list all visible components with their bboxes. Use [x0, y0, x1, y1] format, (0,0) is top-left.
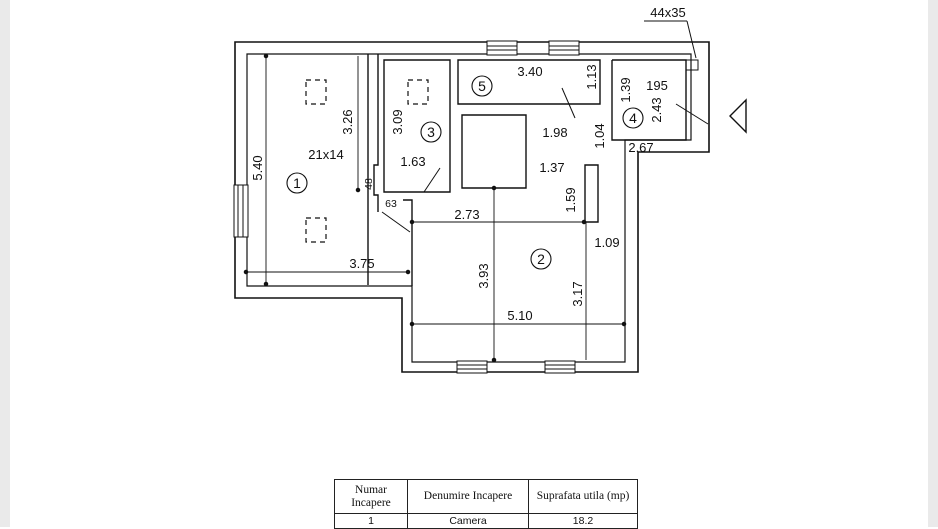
wall-room4: [611, 59, 687, 141]
page-edge-left: [0, 0, 10, 527]
window-left: [233, 184, 249, 238]
table-header-number: Numar Incapere: [334, 479, 408, 514]
entry-size-label: 44x35: [650, 5, 685, 20]
dim-label-room3-width: 1.63: [400, 154, 425, 169]
dim-label-room4-d: 1.04: [592, 123, 607, 148]
room-number-5: 5: [478, 78, 486, 94]
dim-label-room4-h2: 2.43: [649, 97, 664, 122]
wall-column: [461, 114, 527, 189]
door-room4: [675, 103, 709, 125]
dim-label-room2-mid: 2.73: [454, 207, 479, 222]
entry-arrow-icon: [729, 98, 747, 134]
table-cell-area: 18.2: [528, 513, 638, 529]
dim-label-room1-bottom: 3.75: [349, 256, 374, 271]
inner-wall-outline: [246, 53, 692, 363]
dim-label-room2-upper: 1.37: [539, 160, 564, 175]
room-number-4: 4: [629, 110, 637, 126]
entry-corridor: [686, 59, 699, 71]
door-room5: [561, 87, 576, 119]
dim-label-room5-width2: 1.98: [542, 125, 567, 140]
niche-size-label: 21x14: [308, 147, 343, 162]
skylight-icon: [305, 217, 327, 243]
dim-label-room4-width: 2.67: [628, 140, 653, 155]
window-top-2: [548, 40, 580, 56]
table-header-area: Suprafata utila (mp): [528, 479, 638, 514]
wall-room5: [457, 59, 601, 105]
room-number-2: 2: [537, 251, 545, 267]
table-cell-number: 1: [334, 513, 408, 529]
dim-label-room1-upper: 3.26: [340, 109, 355, 134]
wall-room3: [383, 59, 451, 193]
room-table: Numar Incapere Denumire Incapere Suprafa…: [334, 479, 638, 529]
dim-label-room4-h1: 1.39: [618, 77, 633, 102]
dim-label-room2-height: 3.93: [476, 263, 491, 288]
door-room1: [381, 211, 411, 233]
window-bottom-1: [456, 360, 488, 374]
step-label: 63: [385, 198, 397, 210]
skylight-icon: [407, 79, 429, 105]
dim-label-room2-bottom: 5.10: [507, 308, 532, 323]
dim-label-room5-width: 3.40: [517, 64, 542, 79]
niche-depth-label: 48: [363, 178, 375, 190]
page-edge-right: [928, 0, 938, 527]
door-room3: [423, 167, 441, 193]
outer-wall-outline: [234, 41, 710, 373]
room-number-1: 1: [293, 175, 301, 191]
table-row: 1 Camera 18.2: [334, 513, 638, 529]
window-bottom-2: [544, 360, 576, 374]
wall-room2-right: [584, 164, 599, 223]
window-top-1: [486, 40, 518, 56]
skylight-icon: [305, 79, 327, 105]
dim-label-room3-height: 3.09: [390, 109, 405, 134]
table-header-name: Denumire Incapere: [407, 479, 529, 514]
room-number-3: 3: [427, 124, 435, 140]
dim-label-room5-height: 1.13: [584, 64, 599, 89]
floor-plan: 1 2 3 4 5 5.40 3.26 3.75 21x14 48 63 2.7…: [233, 5, 747, 374]
dim-label-room2-right: 3.17: [570, 281, 585, 306]
wall-room1-right: [373, 54, 379, 212]
dim-label-room1-height: 5.40: [250, 155, 265, 180]
room4-area-label: 195: [646, 78, 668, 93]
dim-label-room2-upper2: 1.59: [563, 187, 578, 212]
dim-label-room2-side: 1.09: [594, 235, 619, 250]
table-cell-name: Camera: [407, 513, 529, 529]
